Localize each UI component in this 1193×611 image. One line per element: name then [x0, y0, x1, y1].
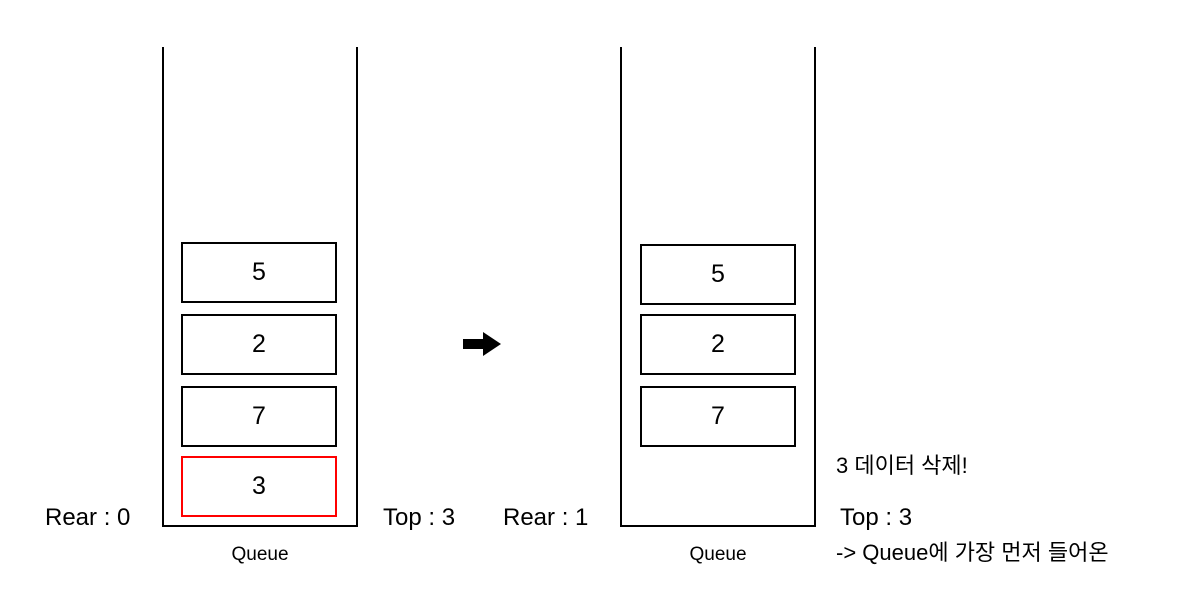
queue-container-after	[620, 47, 816, 527]
queue-cell-value: 7	[711, 402, 725, 430]
queue-cell-after-0: 5	[640, 244, 796, 305]
queue-cell-before-2: 7	[181, 386, 337, 447]
top-label-before: Top : 3	[383, 504, 456, 531]
rear-label-after: Rear : 1	[503, 504, 589, 531]
rear-label-before: Rear : 0	[45, 504, 131, 531]
queue-cell-before-3-highlighted: 3	[181, 456, 337, 517]
right-arrow-icon	[463, 331, 503, 357]
queue-cell-before-1: 2	[181, 314, 337, 375]
annotation-line-2: -> Queue에 가장 먼저 들어온	[836, 540, 1109, 566]
annotation-note: 3 데이터 삭제! -> Queue에 가장 먼저 들어온 데이터를 삭제	[836, 393, 1109, 611]
queue-cell-value: 2	[711, 330, 725, 358]
annotation-line-1: 3 데이터 삭제!	[836, 453, 968, 479]
queue-cell-after-2: 7	[640, 386, 796, 447]
queue-cell-value: 5	[711, 260, 725, 288]
queue-cell-value: 5	[252, 258, 266, 286]
queue-caption-after: Queue	[689, 544, 747, 565]
top-label-after: Top : 3	[840, 504, 913, 531]
queue-caption-before: Queue	[231, 544, 289, 565]
queue-cell-value: 2	[252, 330, 266, 358]
queue-cell-value: 7	[252, 402, 266, 430]
queue-cell-after-1: 2	[640, 314, 796, 375]
queue-container-before	[162, 47, 358, 527]
queue-cell-value: 3	[252, 472, 266, 500]
queue-cell-before-0: 5	[181, 242, 337, 303]
